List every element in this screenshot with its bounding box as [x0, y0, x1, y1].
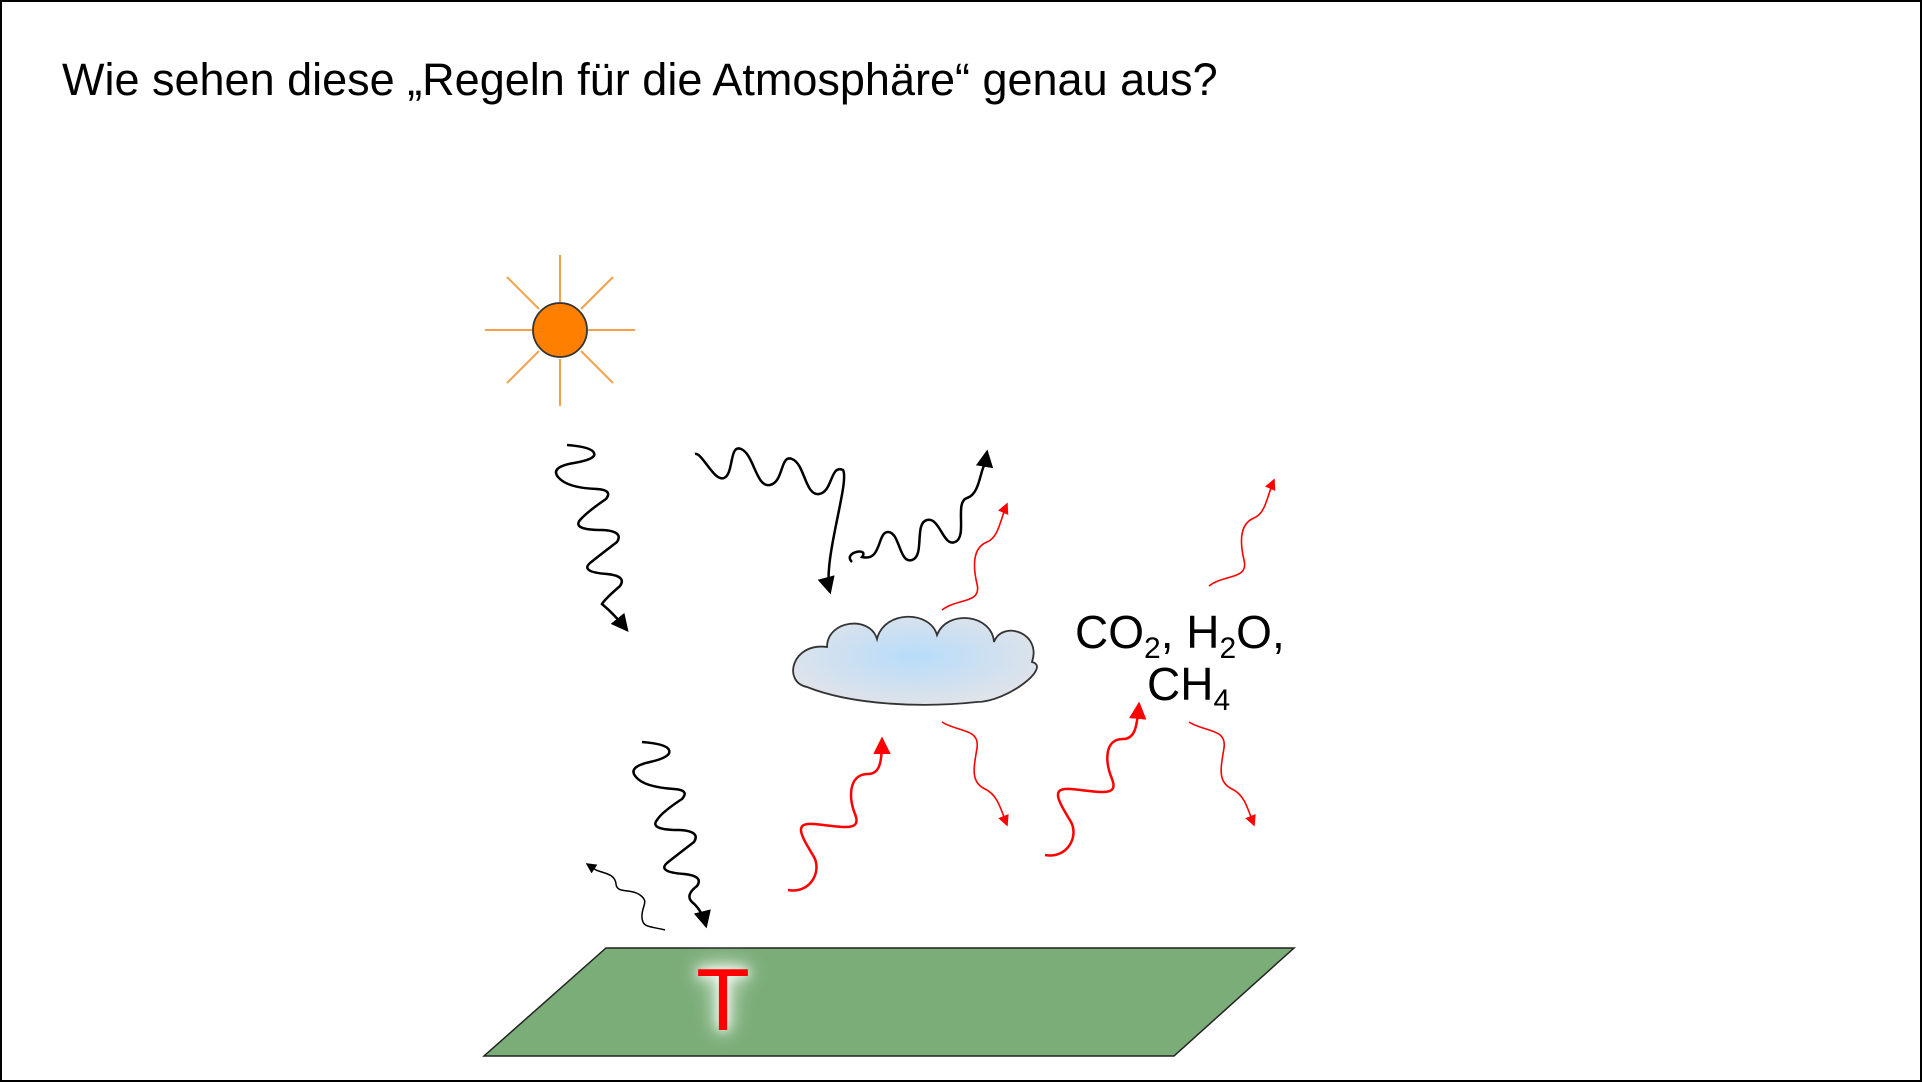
co2-subscript: 2: [1144, 632, 1161, 665]
incoming-solar-arrow: [554, 443, 629, 632]
ground-to-gas-ir-arrow: [1044, 701, 1147, 857]
greenhouse-gases-line-1: CO2, H2O,: [1075, 606, 1285, 664]
h2o-subscript: 2: [1219, 632, 1237, 665]
ch4-subscript: 4: [1213, 684, 1231, 717]
co2-label: CO: [1075, 606, 1144, 658]
separator: ,: [1160, 606, 1187, 658]
gas-ir-up-arrow: [1208, 478, 1276, 587]
ground-to-cloud-ir-arrow: [787, 736, 891, 892]
greenhouse-gases-line-2: CH4: [1147, 658, 1230, 716]
ground-plane: [482, 947, 1296, 1057]
sun-icon: [485, 255, 635, 406]
cloud-ir-up-arrow: [941, 502, 1009, 611]
cloud-ir-down-arrow: [941, 721, 1009, 827]
temperature-label: T: [696, 950, 750, 1049]
ground-reflection-arrow: [585, 863, 666, 931]
solar-to-cloud-arrow: [694, 447, 846, 595]
h2o-label-suffix: O,: [1236, 606, 1285, 658]
slide-title: Wie sehen diese „Regeln für die Atmosphä…: [62, 54, 1218, 105]
ch4-label: CH: [1147, 658, 1214, 710]
incoming-to-ground-arrow: [632, 740, 711, 929]
h2o-label: H: [1186, 606, 1220, 658]
cloud-reflection-arrow: [848, 449, 994, 563]
cloud-icon: [792, 615, 1038, 706]
gas-ir-down-arrow: [1188, 721, 1256, 827]
